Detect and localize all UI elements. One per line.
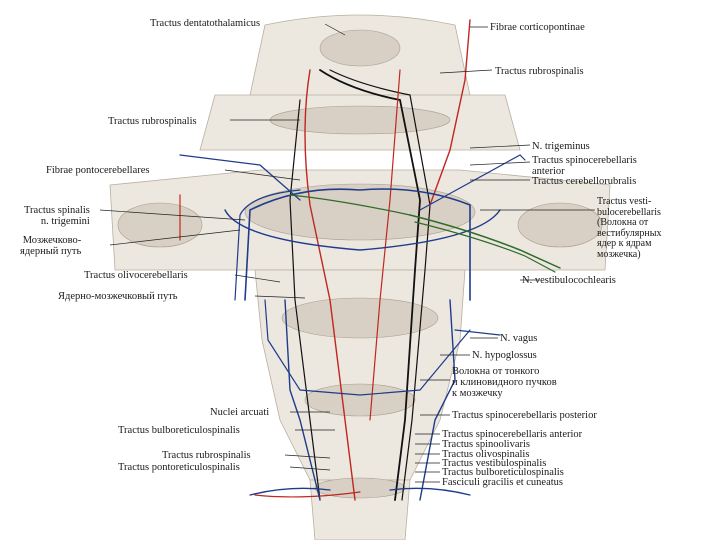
label-fibrae-pontocerebellares: Fibrae pontocerebellares — [46, 165, 150, 176]
label-fibrae-corticopontinae: Fibrae corticopontinae — [490, 22, 585, 33]
label-yaderno-mozzhechkovy-put: Ядерно-мозжечковый путь — [58, 291, 178, 302]
label-n-trigeminus: N. trigeminus — [532, 141, 590, 152]
label-tractus-rubrospinalis-lower-left: Tractus rubrospinalis — [162, 450, 251, 461]
label-tractus-dentatothalamicus: Tractus dentatothalamicus — [150, 18, 260, 29]
label-volokna-ot-tonkogo: Волокна от тонкого и клиновидного пучков… — [452, 366, 557, 399]
label-tractus-bulboreticulospinalis-left: Tractus bulboreticulospinalis — [118, 425, 240, 436]
label-tractus-rubrospinalis-upper-left: Tractus rubrospinalis — [108, 116, 197, 127]
label-n-vagus: N. vagus — [500, 333, 537, 344]
label-n-vestibulocochlearis: N. vestibulocochlearis — [522, 275, 616, 286]
label-tractus-vestibulocerebellaris: Tractus vesti- bulocerebellaris (Волокна… — [597, 197, 661, 260]
label-tractus-spinalis-n-trigemini: Tractus spinalis n. trigemini — [24, 205, 90, 227]
label-tractus-spinocerebellaris-anterior-top: Tractus spinocerebellaris anterior — [532, 155, 637, 177]
label-mozzhechkovo-yaderny-put: Мозжечково- ядерный путь — [20, 235, 81, 257]
label-tractus-spinocerebellaris-posterior: Tractus spinocerebellaris posterior — [452, 410, 597, 421]
label-nuclei-arcuati: Nuclei arcuati — [210, 407, 269, 418]
label-tractus-pontoreticulospinalis: Tractus pontoreticulospinalis — [118, 462, 240, 473]
label-tractus-rubrospinalis-right: Tractus rubrospinalis — [495, 66, 584, 77]
label-n-hypoglossus: N. hypoglossus — [472, 350, 537, 361]
label-tractus-olivocerebellaris: Tractus olivocerebellaris — [84, 270, 188, 281]
label-tractus-cerebellorubralis: Tractus cerebellorubralis — [532, 176, 636, 187]
label-fasciculi-gracilis-et-cuneatus: Fasciculi gracilis et cuneatus — [442, 477, 563, 488]
